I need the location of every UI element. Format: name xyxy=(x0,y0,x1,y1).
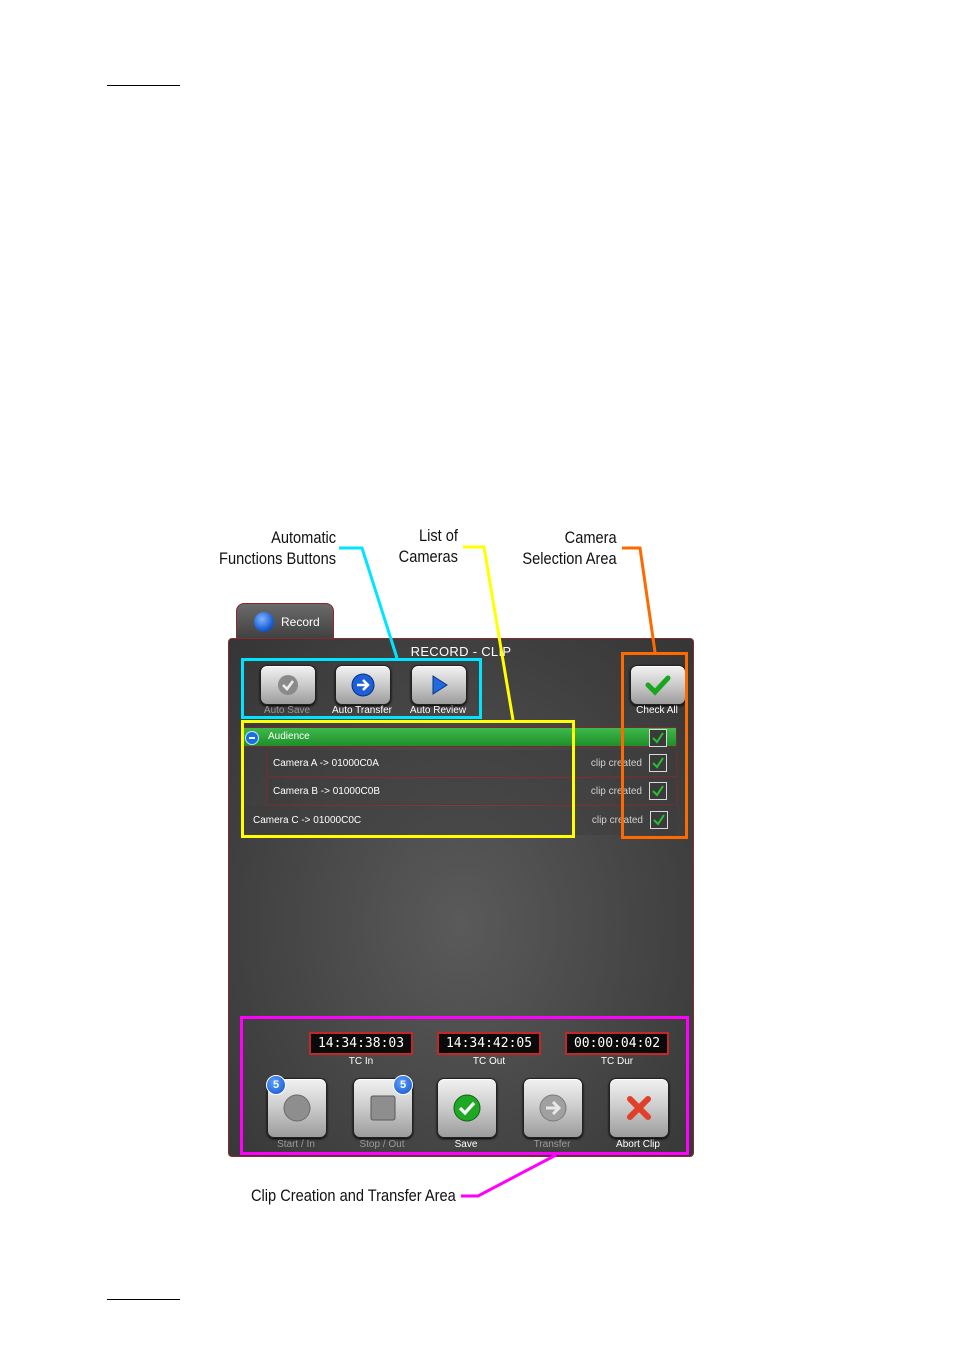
callout-line: Automatic xyxy=(270,528,336,547)
camera-status: clip created xyxy=(590,786,642,797)
group-name: Audience xyxy=(268,731,310,742)
auto-transfer-label: Auto Transfer xyxy=(331,705,393,716)
save-button[interactable] xyxy=(437,1078,497,1138)
abort-clip-button[interactable] xyxy=(609,1078,669,1138)
abort-x-icon xyxy=(627,1096,651,1120)
tab-label: Record xyxy=(281,615,320,629)
checkbox-check-icon xyxy=(652,785,664,797)
record-clip-panel: RECORD - CLIP Auto Save Auto Transfer Au… xyxy=(228,638,694,1157)
camera-checkbox[interactable] xyxy=(649,782,667,800)
tc-dur-display: 00:00:04:02 xyxy=(565,1032,669,1055)
tc-in-label: TC In xyxy=(348,1056,374,1067)
camera-selection-leader xyxy=(622,546,657,653)
callout-cameras-list: List of Cameras xyxy=(399,525,458,567)
start-in-label: Start / In xyxy=(277,1139,315,1150)
stop-out-badge: 5 xyxy=(393,1075,413,1095)
camera-row[interactable]: Camera B -> 01000C0B clip created xyxy=(267,778,677,805)
play-icon xyxy=(432,675,448,695)
camera-status: clip created xyxy=(591,815,643,826)
cameras-list-highlight xyxy=(241,720,575,838)
stop-icon xyxy=(370,1095,396,1121)
auto-review-label: Auto Review xyxy=(409,705,467,716)
group-row-audience[interactable]: Audience xyxy=(241,727,677,747)
checkbox-check-icon xyxy=(652,732,664,744)
save-check-icon xyxy=(453,1094,481,1122)
tc-in-display: 14:34:38:03 xyxy=(309,1032,413,1055)
camera-name: Camera A -> 01000C0A xyxy=(273,758,379,769)
start-in-badge: 5 xyxy=(266,1075,286,1095)
callout-line: Camera xyxy=(564,528,617,547)
stop-out-label: Stop / Out xyxy=(359,1139,405,1150)
record-orb-icon xyxy=(254,612,274,632)
checkbox-check-icon xyxy=(653,814,665,826)
record-icon xyxy=(283,1094,311,1122)
callout-clip-area: Clip Creation and Transfer Area xyxy=(251,1185,456,1206)
check-all-button[interactable] xyxy=(630,665,686,705)
transfer-arrow-icon xyxy=(539,1094,567,1122)
save-label: Save xyxy=(454,1139,478,1150)
callout-line: List of xyxy=(418,526,458,545)
camera-row[interactable]: Camera A -> 01000C0A clip created xyxy=(267,750,677,777)
callout-line: Cameras xyxy=(398,547,458,566)
auto-functions-leader xyxy=(339,546,399,659)
tc-dur-label: TC Dur xyxy=(600,1056,634,1067)
tc-out-display: 14:34:42:05 xyxy=(437,1032,541,1055)
callout-line: Functions Buttons xyxy=(218,549,336,568)
camera-checkbox[interactable] xyxy=(650,811,668,829)
transfer-label: Transfer xyxy=(533,1139,571,1150)
auto-save-label: Auto Save xyxy=(263,705,311,716)
auto-review-button[interactable] xyxy=(411,665,467,705)
check-all-label: Check All xyxy=(636,705,678,716)
callout-auto-functions: Automatic Functions Buttons xyxy=(219,527,336,569)
footer-rule xyxy=(107,1299,180,1300)
clip-area-highlight xyxy=(240,1016,689,1155)
panel-title: RECORD - CLIP xyxy=(410,644,512,659)
camera-selection-highlight xyxy=(621,652,688,839)
abort-clip-label: Abort Clip xyxy=(616,1139,660,1150)
callout-camera-selection: Camera Selection Area xyxy=(523,527,617,569)
camera-row[interactable]: Camera C -> 01000C0C clip created xyxy=(241,806,677,835)
header-rule xyxy=(107,85,180,86)
camera-name: Camera B -> 01000C0B xyxy=(273,786,381,797)
group-checkbox[interactable] xyxy=(649,729,667,747)
tab-record[interactable]: Record xyxy=(236,603,334,640)
tc-out-label: TC Out xyxy=(472,1056,506,1067)
clip-area-leader xyxy=(461,1153,557,1198)
arrow-right-icon xyxy=(351,673,375,697)
auto-save-button[interactable] xyxy=(260,665,316,705)
check-all-icon xyxy=(645,675,671,696)
auto-transfer-button[interactable] xyxy=(335,665,391,705)
checkbox-check-icon xyxy=(652,757,664,769)
auto-functions-highlight xyxy=(241,658,482,719)
callout-line: Clip Creation and Transfer Area xyxy=(251,1186,456,1205)
collapse-icon[interactable] xyxy=(245,731,259,745)
camera-checkbox[interactable] xyxy=(649,754,667,772)
checkmark-icon xyxy=(278,675,298,695)
transfer-button[interactable] xyxy=(523,1078,583,1138)
cameras-list-leader xyxy=(463,545,515,721)
camera-name: Camera C -> 01000C0C xyxy=(253,815,362,826)
camera-status: clip created xyxy=(590,758,642,769)
callout-line: Selection Area xyxy=(522,549,617,568)
